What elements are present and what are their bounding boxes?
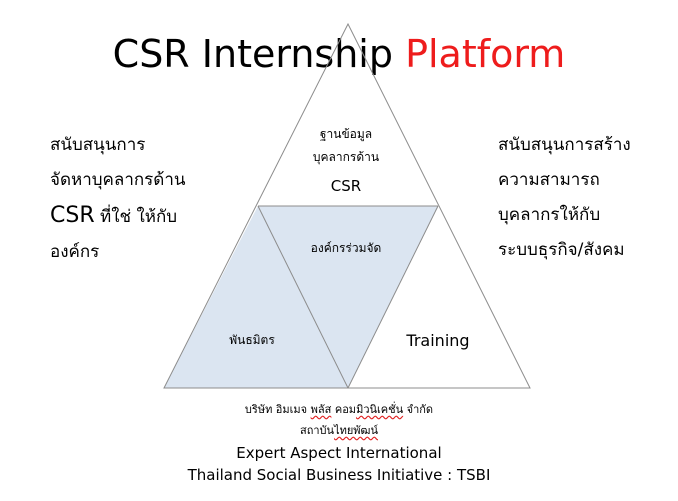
footer-company-part-2: พลัส	[310, 403, 332, 416]
top-section-line-2: บุคลากรด้าน	[313, 150, 379, 165]
top-section-line-3: CSR	[331, 177, 361, 195]
left-line-3-rest: ที่ใช่ ให้กับ	[94, 207, 178, 227]
footer-company-part-5: จำกัด	[403, 403, 434, 416]
footer-org-2: Thailand Social Business Initiative : TS…	[187, 466, 491, 484]
footer-company-part-3: คอม	[331, 403, 357, 416]
footer-institute-part-1: สถาบัน	[300, 424, 335, 437]
top-section-line-1: ฐานข้อมูล	[320, 127, 372, 142]
right-section-label: Training	[405, 331, 469, 350]
right-line-2: ความสามารถ	[498, 170, 600, 190]
left-line-1: สนับสนุนการ	[50, 135, 146, 155]
footer-company-part-1: บริษัท อิมเมจ	[244, 403, 311, 416]
left-description: สนับสนุนการ จัดหาบุคลากรด้าน CSR ที่ใช่ …	[50, 128, 186, 270]
footer-company-part-4: มิวนิเคชั่น	[356, 403, 404, 416]
footer-org-1: Expert Aspect International	[236, 444, 442, 462]
middle-section-label: องค์กรร่วมจัด	[311, 241, 382, 255]
title-main: CSR Internship	[112, 32, 393, 76]
right-line-3: บุคลากรให้กับ	[498, 205, 601, 225]
footer-company: บริษัท อิมเมจ พลัส คอมมิวนิเคชั่น จำกัด	[0, 402, 678, 418]
right-description: สนับสนุนการสร้าง ความสามารถ บุคลากรให้กั…	[498, 128, 631, 268]
left-line-3-csr: CSR	[50, 203, 95, 228]
left-section-shape	[164, 206, 348, 388]
left-section-label: พันธมิตร	[229, 333, 275, 347]
right-line-4: ระบบธุรกิจ/สังคม	[498, 240, 625, 260]
title-accent: Platform	[405, 32, 566, 76]
footer-institute-part-2: ไทยพัฒน์	[334, 424, 378, 437]
footer-institute: สถาบันไทยพัฒน์	[0, 423, 678, 439]
divider-left	[257, 205, 349, 389]
divider-right	[347, 205, 439, 389]
outer-triangle	[163, 22, 531, 389]
right-line-1: สนับสนุนการสร้าง	[498, 135, 631, 155]
middle-section-shape	[258, 206, 438, 388]
left-line-4: องค์กร	[50, 242, 100, 262]
left-line-2: จัดหาบุคลากรด้าน	[50, 170, 186, 190]
page-title: CSR Internship Platform	[0, 30, 678, 78]
left-line-3: CSR ที่ใช่ ให้กับ	[50, 198, 186, 235]
